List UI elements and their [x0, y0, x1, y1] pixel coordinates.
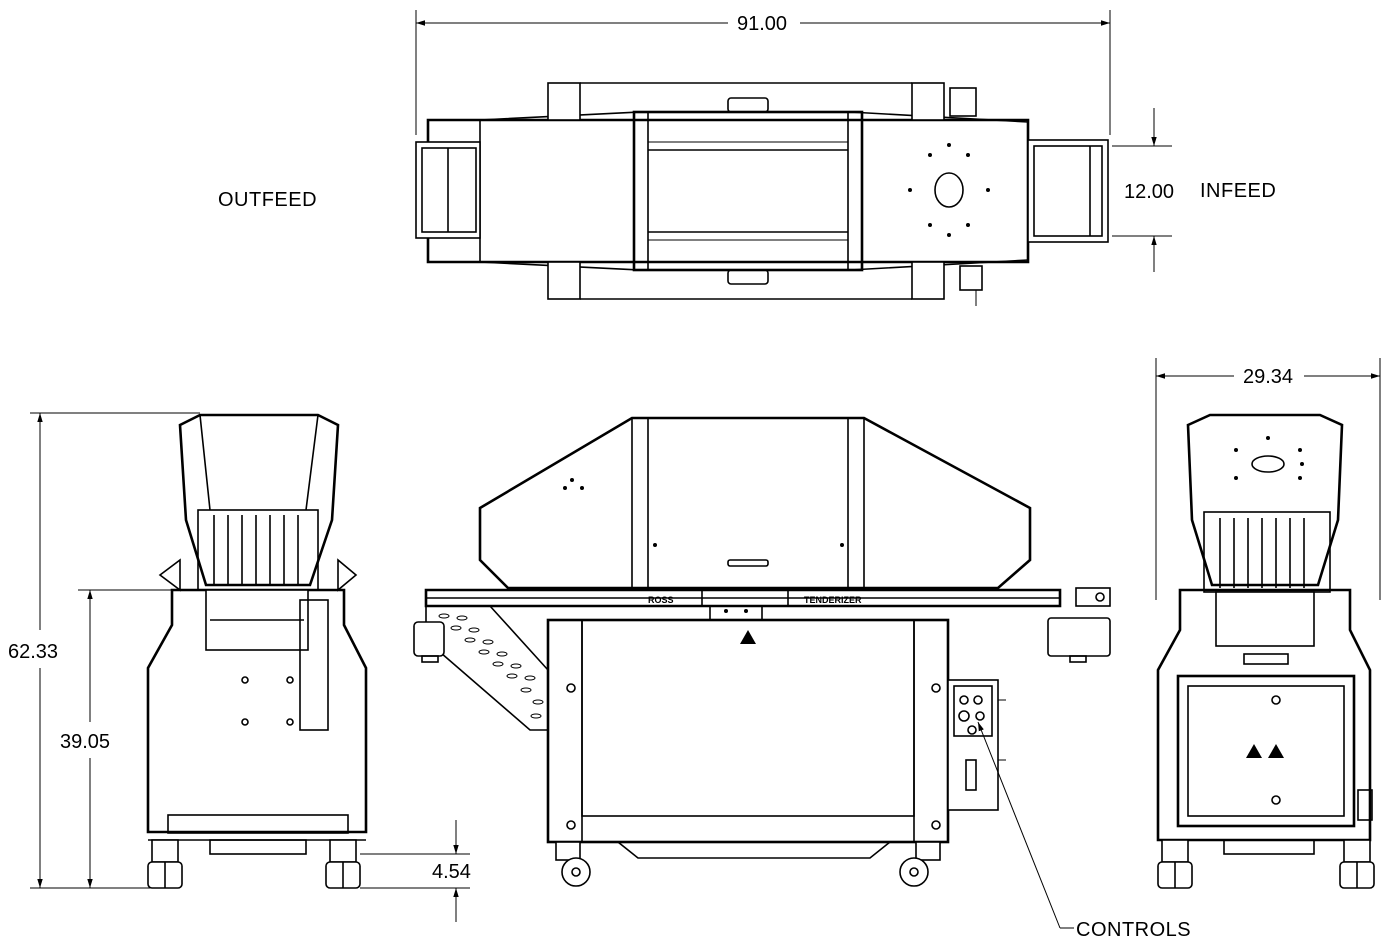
left-end-view	[146, 413, 368, 889]
belt-width-value: 12.00	[1124, 181, 1174, 203]
top-view	[415, 82, 1109, 306]
overall-height-value: 62.33	[8, 641, 58, 663]
controls-label: CONTROLS	[1076, 919, 1191, 941]
side-view: ROSS TENDERIZER	[413, 416, 1111, 887]
infeed-label: INFEED	[1200, 180, 1276, 202]
dimension-infeed-height: 39.05	[60, 589, 180, 888]
outfeed-label: OUTFEED	[218, 189, 317, 211]
controls-callout: CONTROLS	[977, 721, 1191, 941]
overall-length-value: 91.00	[737, 13, 787, 35]
ground-clearance-value: 4.54	[432, 861, 471, 883]
right-end-view	[1156, 413, 1375, 889]
dimension-overall-height: 62.33	[8, 412, 200, 889]
perforations	[438, 613, 544, 719]
dimension-ground-clearance: 4.54	[360, 820, 471, 922]
brand-tenderizer: TENDERIZER	[804, 595, 862, 605]
dimension-overall-length: 91.00	[415, 10, 1111, 135]
brand-ross: ROSS	[648, 595, 674, 605]
overall-width-value: 29.34	[1243, 366, 1293, 388]
dimension-belt-width: 12.00	[1112, 108, 1174, 272]
infeed-height-value: 39.05	[60, 731, 110, 753]
dimension-overall-width: 29.34	[1155, 358, 1381, 600]
